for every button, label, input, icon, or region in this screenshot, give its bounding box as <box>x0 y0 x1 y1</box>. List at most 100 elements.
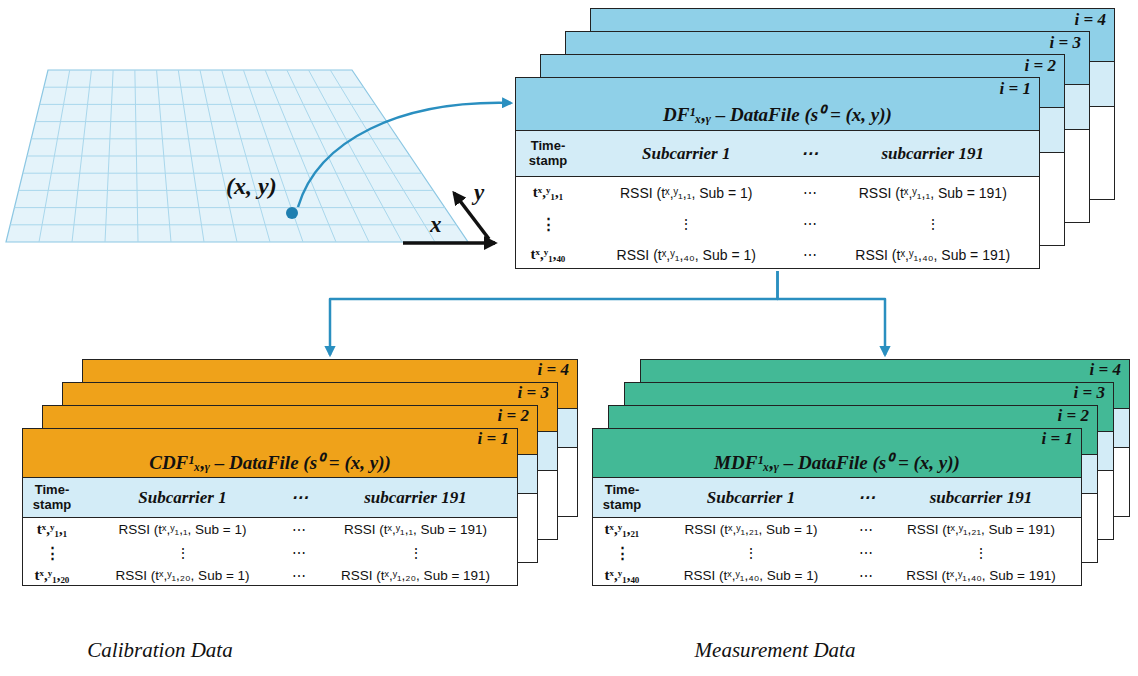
table-cell: ⋯ <box>851 518 881 541</box>
table-cell: ⋯ <box>284 518 314 541</box>
table-cell: ⋮ <box>314 541 517 564</box>
table-cell: RSSI (tˣ,ʸ₁,₁, Sub = 191) <box>314 518 517 541</box>
table-cell: tˣ,ʸ₁,₄₀ <box>516 239 580 269</box>
rssi-cell: ⋯ <box>292 545 306 561</box>
rssi-cell: RSSI (tˣ,ʸ₁,₂₁, Sub = 191) <box>907 522 1055 537</box>
column-header: Time- stamp <box>23 483 81 512</box>
table-cell: ⋯ <box>793 131 827 177</box>
table-cell: Subcarrier 1 <box>81 478 284 518</box>
rssi-cell: RSSI (tˣ,ʸ₁,₂₁, Sub = 1) <box>684 522 817 537</box>
table-cell: ⋯ <box>793 208 827 239</box>
axis-label: x <box>430 212 442 238</box>
table-cell: RSSI (tˣ,ʸ₁,₄₀, Sub = 191) <box>881 564 1081 586</box>
rssi-cell: ⋯ <box>803 216 817 232</box>
grid-line <box>19 190 434 191</box>
table-cell: ⋯ <box>284 564 314 586</box>
rssi-cell: ⋮ <box>176 545 190 561</box>
index-label: i = 2 <box>1058 406 1089 425</box>
index-label-box: i = 3 <box>566 32 1089 54</box>
rssi-cell: ⋯ <box>803 185 817 201</box>
index-label-box: i = 3 <box>63 383 557 403</box>
table-cell: RSSI (tˣ,ʸ₁,₄₀, Sub = 1) <box>651 564 851 586</box>
rssi-cell: RSSI (tˣ,ʸ₁,₁, Sub = 1) <box>620 185 753 201</box>
timestamp-cell: tˣ,ʸ₁,₄₀ <box>605 567 640 584</box>
table-cell: tˣ,ʸ₁,₁ <box>516 177 580 208</box>
index-label: i = 2 <box>1025 56 1056 75</box>
table-cell: ⋯ <box>284 478 314 518</box>
index-label: i = 4 <box>1090 360 1121 379</box>
table-cell: RSSI (tˣ,ʸ₁,₁, Sub = 191) <box>827 177 1040 208</box>
split-arrow <box>778 271 886 355</box>
grid-plane <box>6 70 468 242</box>
column-header: Time- stamp <box>593 483 651 512</box>
grid-line <box>10 224 456 225</box>
index-label-box: i = 2 <box>609 406 1097 426</box>
table-cell: ⋮ <box>81 541 284 564</box>
data-file-panel: i = 1 MDF¹ₓ,ᵧ – DataFile (s⁰ = (x, y)) Tim… <box>592 428 1082 586</box>
timestamp-cell: ⋮ <box>615 544 630 562</box>
index-label: i = 3 <box>1050 33 1081 52</box>
index-label-box: i = 2 <box>541 55 1064 77</box>
rssi-cell: ⋮ <box>926 216 940 232</box>
rssi-cell: ⋮ <box>974 545 988 561</box>
table-cell: ⋮ <box>881 541 1081 564</box>
index-label-box: i = 4 <box>83 360 577 380</box>
grid-line <box>27 156 410 157</box>
stack-caption: Calibration Data <box>87 638 232 663</box>
table-cell: RSSI (tˣ,ʸ₁,₂₀, Sub = 191) <box>314 564 517 586</box>
rssi-cell: ⋯ <box>803 247 817 263</box>
table-cell: RSSI (tˣ,ʸ₁,₂₀, Sub = 1) <box>81 564 284 586</box>
rssi-cell: RSSI (tˣ,ʸ₁,₁, Sub = 191) <box>344 522 487 537</box>
table-cell: ⋯ <box>851 564 881 586</box>
rssi-cell: ⋯ <box>859 568 873 584</box>
data-table: Time- stamp Subcarrier 1 ⋯ subcarrier 191 tˣ… <box>23 477 517 586</box>
table-cell: RSSI (tˣ,ʸ₁,₂₁, Sub = 1) <box>651 518 851 541</box>
rssi-cell: RSSI (tˣ,ʸ₁,₂₀, Sub = 191) <box>341 568 490 583</box>
timestamp-cell: tˣ,ʸ₁,₂₁ <box>605 521 640 538</box>
table-cell: Subcarrier 1 <box>651 478 851 518</box>
table-cell: ⋯ <box>851 478 881 518</box>
rssi-cell: ⋮ <box>744 545 758 561</box>
panel-title-box: CDF¹ₓ,ᵧ – DataFile (s⁰ = (x, y)) <box>23 449 517 477</box>
timestamp-cell: tˣ,ʸ₁,₁ <box>533 184 563 201</box>
rssi-cell: ⋯ <box>292 522 306 538</box>
table-cell: Time- stamp <box>593 478 651 518</box>
rssi-cell: ⋯ <box>859 545 873 561</box>
table-cell: ⋯ <box>793 177 827 208</box>
panel-title-box: DF¹ₓ,ᵧ – DataFile (s⁰ = (x, y)) <box>516 100 1039 130</box>
timestamp-cell: tˣ,ʸ₁,₄₀ <box>531 246 566 263</box>
panel-title: MDF¹ₓ,ᵧ – DataFile (s⁰ = (x, y)) <box>714 452 960 473</box>
rssi-cell: RSSI (tˣ,ʸ₁,₄₀, Sub = 1) <box>617 247 756 263</box>
data-table: Time- stampSubcarrier 1⋯subcarrier 191tˣ… <box>516 130 1039 269</box>
table-cell: ⋮ <box>580 208 793 239</box>
index-label-box: i = 4 <box>591 9 1114 31</box>
table-cell: RSSI (tˣ,ʸ₁,₁, Sub = 1) <box>81 518 284 541</box>
timestamp-cell: ⋮ <box>45 544 60 562</box>
split-arrow <box>330 271 778 355</box>
index-label: i = 4 <box>1075 10 1106 29</box>
table-cell: tˣ,ʸ₁,₁ <box>23 518 81 541</box>
rssi-cell: RSSI (tˣ,ʸ₁,₄₀, Sub = 1) <box>684 568 818 583</box>
location-dot <box>286 207 298 219</box>
table-cell: Time- stamp <box>23 478 81 518</box>
timestamp-cell: tˣ,ʸ₁,₂₀ <box>35 567 70 584</box>
table-cell: ⋮ <box>593 541 651 564</box>
point-label: (x, y) <box>226 173 277 200</box>
index-label: i = 1 <box>1042 429 1073 448</box>
index-label-box: i = 1 <box>23 429 517 449</box>
grid-line <box>44 87 364 88</box>
index-label-box: i = 4 <box>641 360 1129 380</box>
floor-grid <box>6 70 468 242</box>
table-cell: RSSI (tˣ,ʸ₁,₁, Sub = 1) <box>580 177 793 208</box>
column-header: ⋯ <box>858 487 875 508</box>
column-header: subcarrier 191 <box>364 488 466 508</box>
table-cell: ⋮ <box>827 208 1040 239</box>
column-header: Time- stamp <box>516 139 580 168</box>
index-label: i = 2 <box>498 406 529 425</box>
table-cell: subcarrier 191 <box>881 478 1081 518</box>
rssi-cell: ⋮ <box>409 545 423 561</box>
index-label: i = 1 <box>1000 79 1031 98</box>
column-header: Subcarrier 1 <box>138 488 226 508</box>
index-label: i = 3 <box>1074 383 1105 402</box>
